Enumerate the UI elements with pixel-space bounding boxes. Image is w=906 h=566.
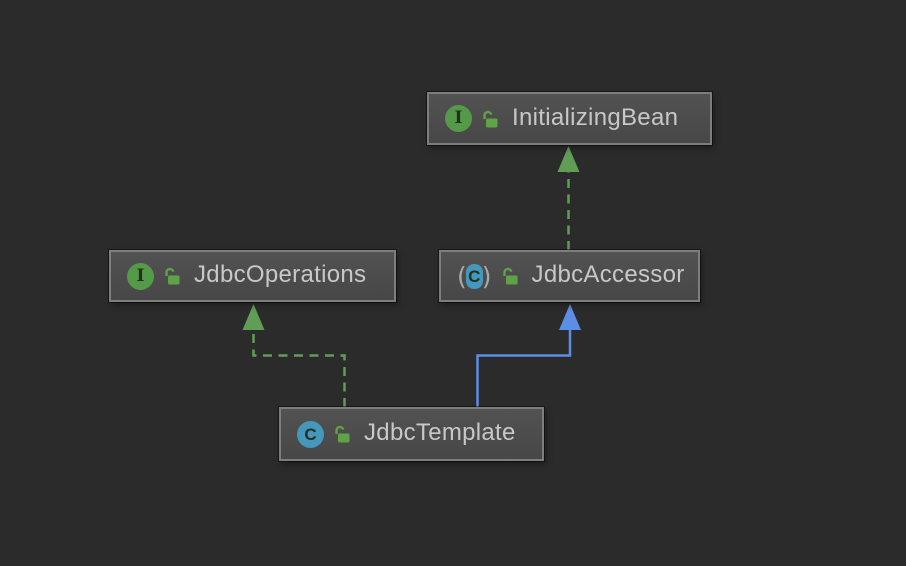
- interface-icon: I: [127, 262, 154, 290]
- abstract-class-pill: C: [465, 263, 483, 289]
- public-open-lock-icon: [332, 424, 352, 444]
- public-open-lock-icon: [162, 266, 182, 286]
- class-icon: C: [297, 420, 324, 448]
- node-label: InitializingBean: [512, 103, 679, 131]
- class-letter: C: [468, 266, 481, 286]
- abstract-class-icon: ( C ): [457, 263, 492, 290]
- node-label: JdbcOperations: [194, 261, 367, 288]
- abstract-paren-open: (: [457, 261, 467, 291]
- interface-letter: I: [454, 108, 463, 128]
- interface-icon: I: [445, 105, 472, 132]
- edge-jdbctemplate-extends-jdbcaccessor: [476, 304, 581, 407]
- public-open-lock-icon: [480, 109, 500, 129]
- edge-jdbcaccessor-implements-initializingbean: [557, 146, 580, 250]
- interface-letter: I: [136, 265, 145, 286]
- edge-jdbctemplate-implements-jdbcoperations: [242, 304, 346, 407]
- node-label: JdbcTemplate: [364, 419, 516, 446]
- node-label: JdbcAccessor: [531, 261, 685, 288]
- public-open-lock-icon: [500, 266, 520, 286]
- uml-node-initializingbean[interactable]: I InitializingBean: [427, 92, 712, 145]
- uml-node-jdbcaccessor[interactable]: ( C ) JdbcAccessor: [439, 250, 700, 302]
- uml-node-jdbctemplate[interactable]: C JdbcTemplate: [279, 407, 544, 461]
- class-letter: C: [304, 424, 317, 444]
- uml-node-jdbcoperations[interactable]: I JdbcOperations: [109, 250, 396, 302]
- abstract-paren-close: ): [481, 261, 492, 291]
